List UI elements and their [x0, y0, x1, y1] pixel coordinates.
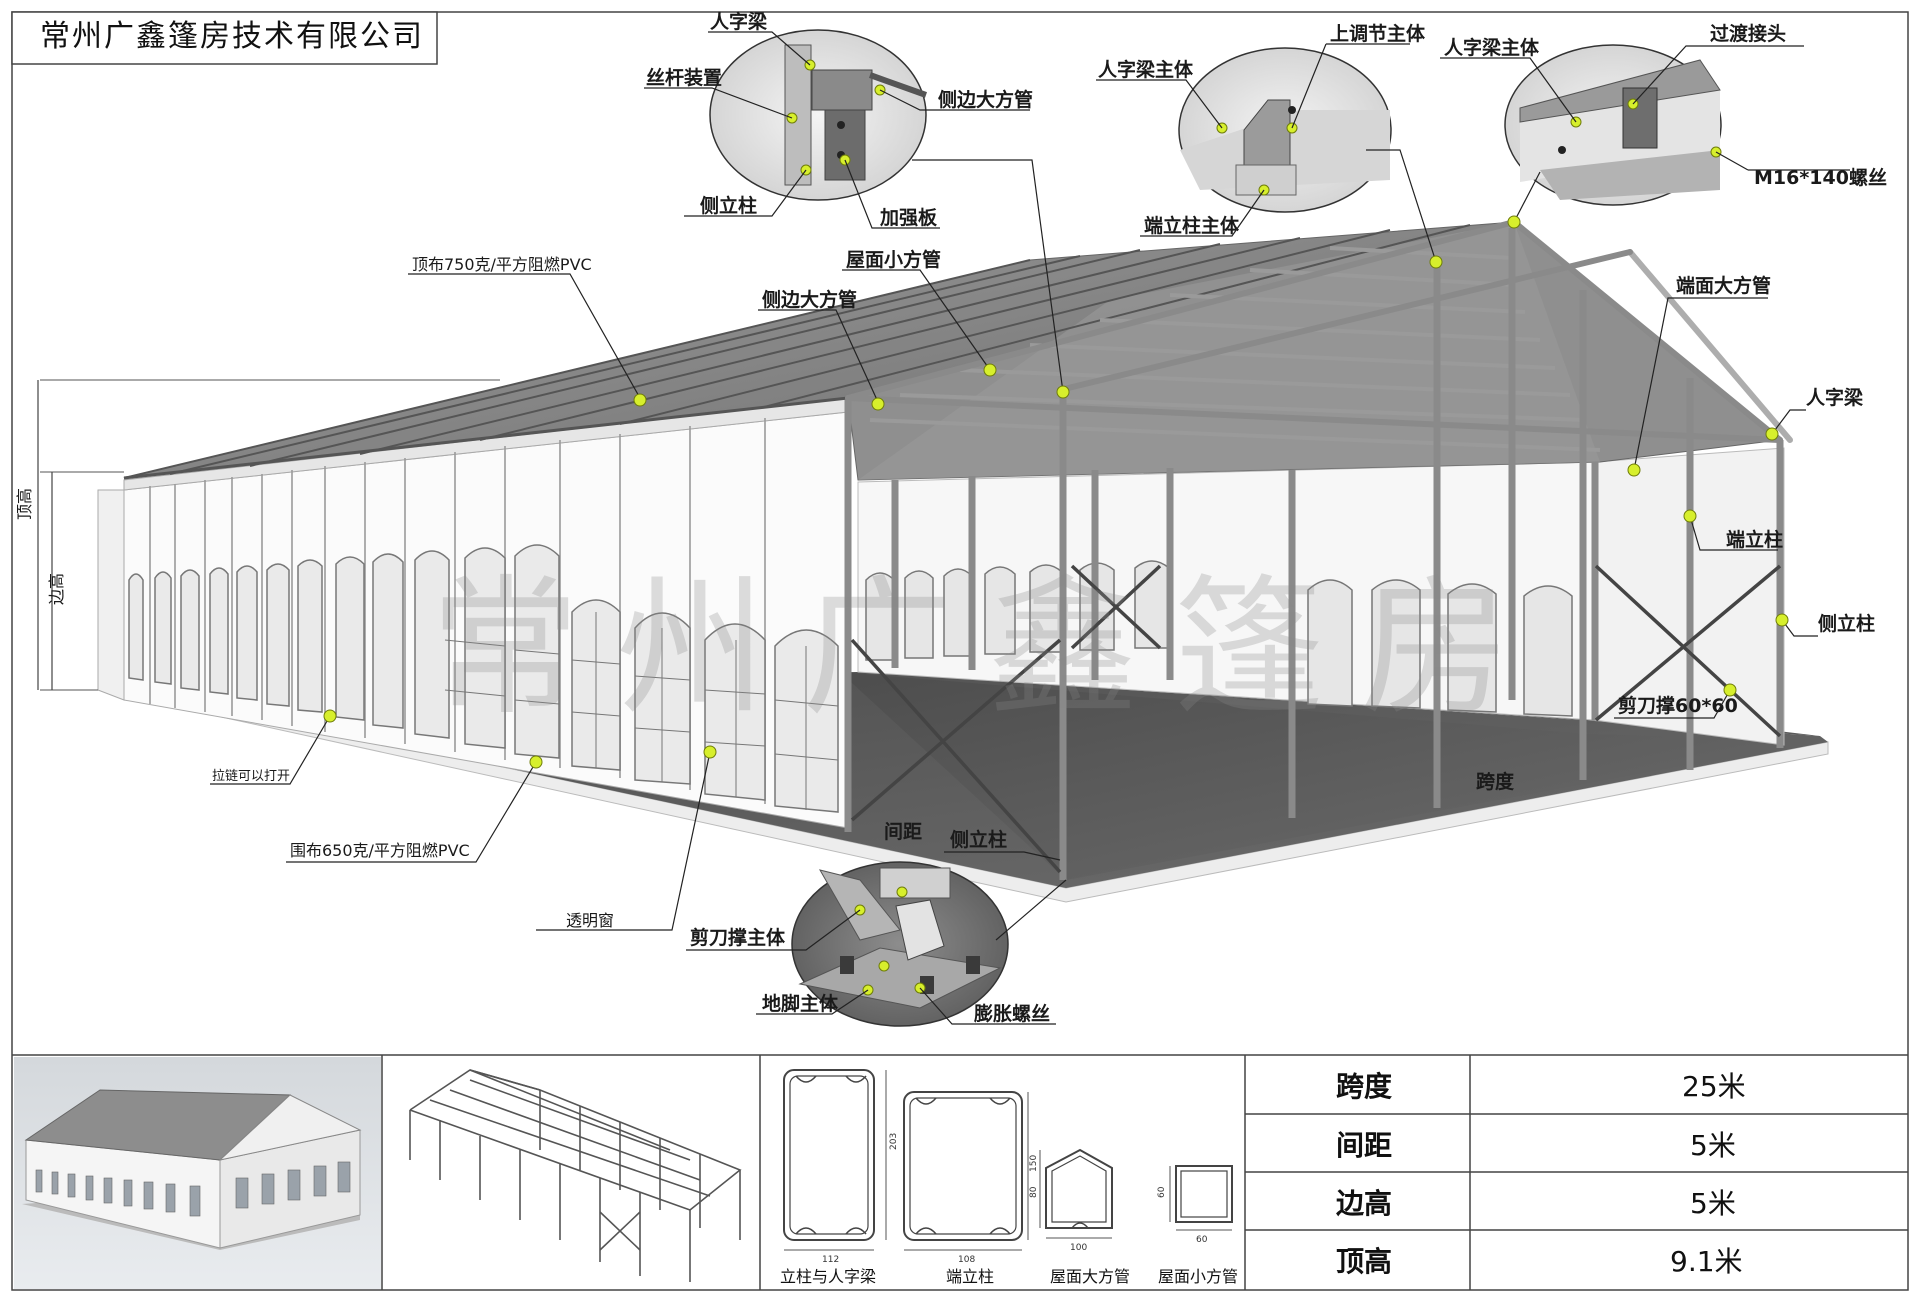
main-tent: 间距 跨度: [97, 219, 1829, 903]
profile-2-width: 108: [958, 1255, 975, 1265]
label-jian-dao-cheng-zhu-ti: 剪刀撑主体: [690, 926, 786, 949]
detail-joint-callout: [1504, 44, 1722, 206]
frame-posts: [844, 228, 1784, 880]
label-wei-bu: 围布650克/平方阻燃PVC: [290, 841, 470, 860]
profile-column-rafter: 112 203 立柱与人字梁: [780, 1069, 899, 1286]
thumbnail-rendered-tent: [14, 1057, 381, 1289]
spec-table: 跨度 25米 间距 5米 边高 5米 顶高 9.1米: [1245, 1055, 1908, 1290]
label-ce-li-zhu-right: 侧立柱: [1818, 612, 1875, 635]
roof-fabric-marker: [633, 393, 647, 407]
profile-2-height: 150: [1029, 1155, 1039, 1172]
ridge-height-axis-label: 顶高: [15, 488, 34, 520]
label-ce-li-zhu-detail: 侧立柱: [700, 194, 757, 217]
label-jia-qiang-ban: 加强板: [879, 206, 938, 229]
label-ren-zi-liang-right: 人字梁: [1806, 386, 1864, 409]
spec-key-ridge-height: 顶高: [1336, 1245, 1392, 1278]
profile-4-width: 60: [1196, 1235, 1208, 1245]
label-si-gan-zhuang-zhi: 丝杆装置: [646, 66, 722, 89]
height-indicator: 顶高 边高: [15, 379, 500, 691]
label-duan-li-zhu-zhu-ti: 端立柱主体: [1144, 214, 1240, 237]
label-ren-zi-liang-zhu-ti-left: 人字梁主体: [1098, 58, 1194, 81]
label-jian-dao-cheng-size: 剪刀撑60*60: [1618, 694, 1738, 717]
profile-1-height: 203: [889, 1133, 899, 1150]
company-title: 常州广鑫篷房技术有限公司: [40, 19, 424, 54]
spacing-label: 间距: [884, 821, 922, 843]
spec-value-eave-height: 5米: [1690, 1187, 1736, 1220]
page-border: [11, 11, 1909, 1291]
profile-4-height: 60: [1157, 1186, 1167, 1198]
profile-roof-small-pipe: 60 60 屋面小方管: [1157, 1165, 1238, 1286]
spec-key-span: 跨度: [1336, 1070, 1392, 1103]
label-ce-bian-da-fang-guan-detail: 侧边大方管: [938, 88, 1033, 111]
thumbnail-frame-wireframe: [409, 1069, 742, 1282]
spec-key-spacing: 间距: [1336, 1129, 1392, 1162]
profile-roof-main-pipe: 100 80 屋面大方管: [1029, 1148, 1130, 1286]
label-m16-luo-si: M16*140螺丝: [1754, 166, 1887, 189]
label-ren-zi-liang-zhu-ti-right: 人字梁主体: [1444, 36, 1540, 59]
label-ce-li-zhu-bottom: 侧立柱: [950, 828, 1007, 851]
label-di-jiao-zhu-ti: 地脚主体: [762, 992, 839, 1015]
transparent-windows: [128, 544, 839, 813]
company-title-box: 常州广鑫篷房技术有限公司: [11, 11, 438, 65]
label-duan-li-zhu: 端立柱: [1726, 528, 1783, 551]
detail-adjuster-callout: [1178, 47, 1392, 213]
scissor-braces: [850, 564, 1782, 874]
profile-3-width: 100: [1070, 1243, 1087, 1253]
profile-end-post: 108 150 端立柱: [903, 1091, 1039, 1286]
profile-sections: 112 203 立柱与人字梁 108 150 端立柱 100 80 屋面大方管: [780, 1069, 1238, 1286]
label-ce-bian-da-fang-guan: 侧边大方管: [762, 288, 857, 311]
detail-bracket-callout: [709, 29, 928, 201]
watermark: 常州广鑫篷房: [430, 562, 1546, 736]
profile-1-caption: 立柱与人字梁: [780, 1267, 876, 1286]
label-shang-tiao-jie-zhu-ti: 上调节主体: [1330, 22, 1426, 45]
gable-frame: [845, 219, 1793, 443]
label-tou-ming-chuang: 透明窗: [566, 911, 614, 930]
label-la-lian: 拉链可以打开: [212, 769, 290, 784]
label-peng-zhang-luo-si: 膨胀螺丝: [973, 1002, 1050, 1025]
spec-key-eave-height: 边高: [1336, 1187, 1392, 1220]
profile-3-height: 80: [1029, 1186, 1039, 1198]
profile-2-caption: 端立柱: [946, 1267, 994, 1286]
label-ren-zi-liang-top: 人字梁: [710, 10, 768, 33]
profile-3-caption: 屋面大方管: [1050, 1267, 1130, 1286]
span-label: 跨度: [1476, 770, 1515, 793]
profile-4-caption: 屋面小方管: [1158, 1267, 1238, 1286]
label-guo-du-jie-tou: 过渡接头: [1710, 22, 1786, 45]
label-ding-bu: 顶布750克/平方阻燃PVC: [412, 255, 592, 274]
spec-value-span: 25米: [1682, 1070, 1746, 1103]
label-wu-mian-xiao-fang-guan: 屋面小方管: [846, 248, 941, 271]
spec-value-ridge-height: 9.1米: [1670, 1245, 1743, 1278]
profile-1-width: 112: [822, 1255, 839, 1265]
label-duan-mian-da-fang-guan: 端面大方管: [1676, 274, 1771, 297]
eave-height-axis-label: 边高: [47, 573, 66, 605]
spec-value-spacing: 5米: [1690, 1129, 1736, 1162]
